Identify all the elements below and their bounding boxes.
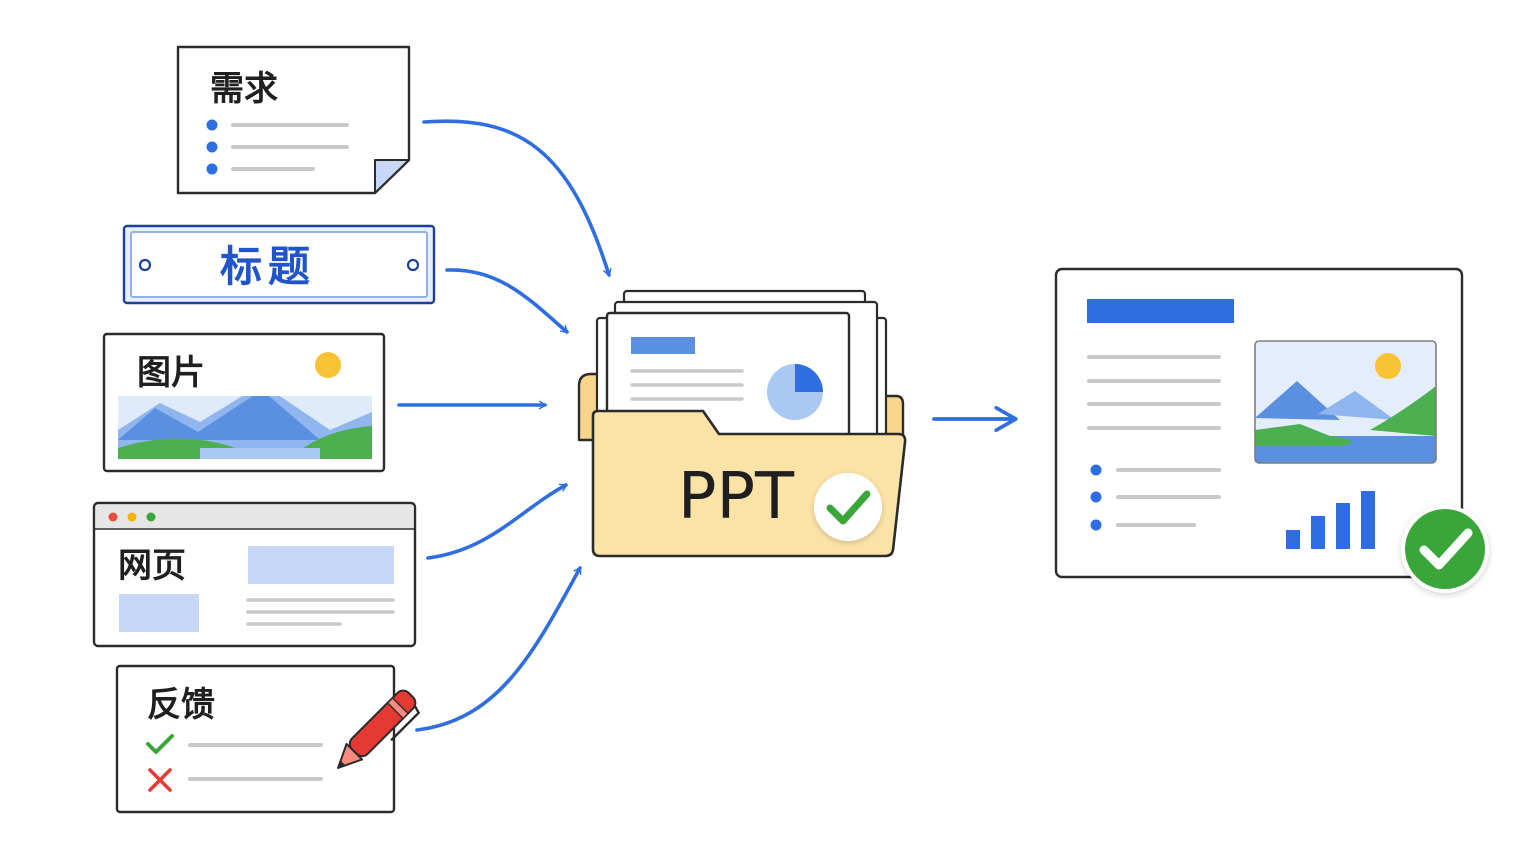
sun-icon (1375, 353, 1401, 379)
arrow-webpage (426, 483, 568, 560)
bullet-list-icon (206, 119, 349, 175)
output-title-bar (1087, 299, 1234, 323)
pen-icon (337, 689, 421, 769)
webpage-card: 网页 (92, 501, 417, 648)
output-slide (1054, 267, 1464, 579)
title-plate: 标题 (122, 224, 436, 305)
window-close-dot (108, 512, 118, 522)
ppt-folder: PPT (577, 289, 907, 558)
bullet-list-icon (1090, 464, 1221, 531)
image-card: 图片 (102, 332, 386, 473)
image-block (119, 594, 199, 632)
bar-chart-icon (1286, 491, 1375, 549)
feedback-label: 反馈 (147, 685, 215, 725)
pie-chart-icon (767, 364, 823, 420)
feedback-card: 反馈 (115, 664, 421, 814)
arrow-title (445, 268, 569, 334)
sun-icon (315, 352, 341, 378)
check-badge-icon (814, 473, 882, 541)
title-label: 标题 (220, 242, 316, 291)
arrow-feedback (415, 566, 582, 732)
cross-icon (148, 768, 172, 792)
window-maximize-dot (146, 512, 156, 522)
input-arrows (397, 119, 612, 732)
success-check-icon (1401, 505, 1489, 593)
screw-icon (406, 258, 420, 272)
ppt-label: PPT (678, 460, 795, 534)
requirement-label: 需求 (210, 69, 278, 109)
hero-block (248, 546, 394, 584)
arrow-requirement (422, 119, 612, 277)
window-minimize-dot (127, 512, 137, 522)
webpage-label: 网页 (118, 546, 186, 586)
screw-icon (138, 258, 152, 272)
page-fold-icon (374, 159, 410, 194)
slide-title-bar (631, 337, 695, 354)
image-label: 图片 (137, 353, 205, 393)
requirement-card: 需求 (176, 45, 411, 195)
check-icon (146, 734, 174, 754)
landscape-icon (118, 396, 372, 459)
landscape-icon (1254, 340, 1437, 464)
